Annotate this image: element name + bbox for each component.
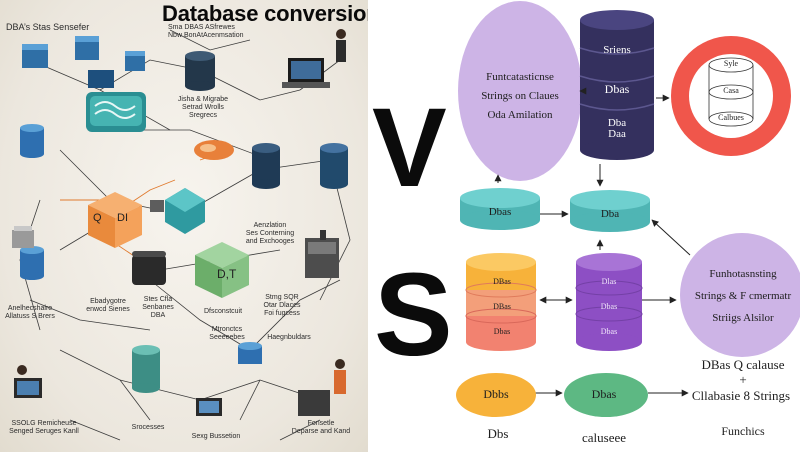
dark-device <box>132 251 166 285</box>
network-diagram-art <box>12 29 351 441</box>
machinery-right <box>305 230 339 278</box>
label-cube-dt: D,T <box>217 267 237 281</box>
people-and-monitors <box>14 359 346 416</box>
right-text-line-2: Cllabasie 8 Strings <box>691 388 791 403</box>
coral-ring <box>671 36 791 156</box>
tall-db-text-3: Dba Daa <box>607 117 627 140</box>
orange-stack-label-1: DBas <box>493 277 511 286</box>
orange-ellipse-text: Dbbs <box>483 387 509 401</box>
printer-devices <box>12 200 164 248</box>
laptop-station <box>282 29 346 88</box>
teal-hexagon <box>165 188 205 234</box>
purple-database-stack <box>575 253 643 351</box>
label-bottom-far-left: Sexg Bussetion <box>191 433 241 440</box>
vs-letter-s: S <box>374 249 453 381</box>
teal-disc-right <box>570 190 650 232</box>
tall-database-cylinder <box>579 10 655 160</box>
comparison-infographic: V S Funtcatasticnse Strings on Claues Od… <box>368 0 800 452</box>
label-right-low-c: Haegnbuldars <box>267 334 311 341</box>
database-cylinder-top <box>185 51 215 91</box>
right-text-plus: + <box>739 372 747 387</box>
label-center-low-c: Dfsconstcuit <box>203 308 243 315</box>
right-text-line-3: Funchics <box>721 424 765 438</box>
label-cube-di: DI <box>117 212 128 224</box>
connector-lines <box>19 29 351 441</box>
ring-label-2: Casa <box>723 86 739 95</box>
purple-circle-top-text: Funtcatasticnse Strings on Claues Oda Am… <box>481 71 559 121</box>
label-mid-right: Jisha & Migrabe Setrad Wrolls Sregrecs <box>177 96 229 119</box>
server-boxes <box>22 36 145 88</box>
teal-disc-right-text: Dba <box>600 208 620 220</box>
label-center-low-b: Stes Cfla Senbanes DBA <box>142 296 174 319</box>
database-cylinders-left <box>20 124 44 280</box>
green-ellipse-text: Dbas <box>591 387 617 401</box>
purple-circle-right <box>680 233 800 357</box>
teal-disc-left-text: Dbas <box>488 206 512 218</box>
orange-stack-label-2: DBas <box>493 302 511 311</box>
orange-ellipse-bottom <box>456 373 536 417</box>
tall-db-text-2: Dbas <box>604 82 630 96</box>
database-cylinders-right <box>252 143 348 189</box>
label-center-low-a: Ebadygotre enwcd Sienes <box>86 298 130 313</box>
label-right-mid: Aenzlation Ses Conterning and Exchooges <box>245 222 295 245</box>
right-text-line-1: DBas Q calause <box>701 357 785 372</box>
teal-disc-left <box>460 188 540 230</box>
label-bottom-right: Fonsetle Deparse and Kand <box>291 420 351 435</box>
database-cylinders-bottom <box>132 342 262 393</box>
infographic-shapes <box>456 1 800 417</box>
ring-label-3: Calbues <box>718 113 744 122</box>
label-top-mid: Sma DBAS ASfrewes Nbw BonAtAcenmsation <box>168 24 244 39</box>
label-cube-q: Q <box>93 212 102 224</box>
vs-letter-v: V <box>372 85 447 210</box>
ring-label-1: Syle <box>723 59 739 68</box>
orange-database-stack <box>465 253 537 351</box>
label-bottom-left: SSOLG Remicheuse Senged Seruges Kanll <box>9 420 79 435</box>
green-cube <box>195 242 249 298</box>
purple-stack-label-2: Dbas <box>600 302 618 311</box>
label-left-mid: Anelhecshalre Allatuss S Brers <box>5 305 55 320</box>
bottom-caption-left: Dbs <box>487 426 509 441</box>
green-ellipse-bottom <box>564 373 648 417</box>
label-top-left: DBA’s Stas Sensefer <box>6 22 90 32</box>
purple-circle-top <box>458 1 582 181</box>
purple-stack-label-1: Dlas <box>601 277 617 286</box>
bottom-caption-mid: caluseee <box>581 430 627 445</box>
label-right-low-b: Mtronctcs Seeeeebes <box>209 326 245 341</box>
layered-platform <box>86 92 146 132</box>
tall-db-text-1: Sriens <box>603 44 631 56</box>
orange-stack-label-3: Dbas <box>493 327 511 336</box>
label-bottom-mid: Srocesses <box>131 424 165 431</box>
orange-object <box>194 140 234 160</box>
network-illustration: DBA’s Stas Sensefer Sma DBAS ASfrewes Nb… <box>0 0 368 452</box>
label-right-low-a: Stmg SQR Otar Dlaces Foi fugcess <box>263 294 301 317</box>
flow-arrows <box>494 87 691 397</box>
orange-cube <box>88 192 142 248</box>
purple-stack-label-3: Dbas <box>600 327 618 336</box>
purple-circle-right-text: Funhotasnsting Strings & F cmermatr Stri… <box>694 268 792 324</box>
